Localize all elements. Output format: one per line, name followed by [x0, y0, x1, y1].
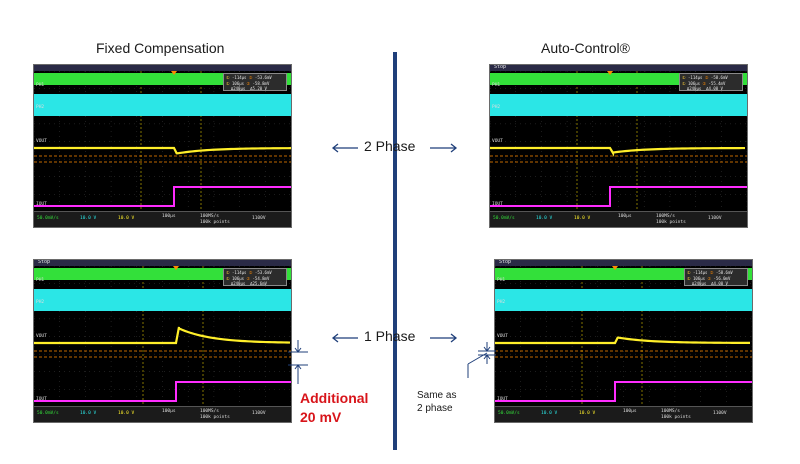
- trace-ch2: [34, 289, 291, 311]
- label-ph1: PH1: [497, 278, 506, 283]
- title-auto-control: Auto-Control®: [541, 40, 630, 56]
- label-ph2: PH2: [36, 105, 45, 110]
- trace-ch2: [34, 94, 291, 116]
- note-same-as-2-phase: Same as 2 phase: [417, 390, 457, 414]
- grid: [34, 71, 291, 212]
- label-ph2: PH2: [36, 300, 45, 305]
- trace-ch3: [34, 326, 291, 345]
- label-ph1: PH1: [36, 278, 45, 283]
- grid: [495, 266, 752, 407]
- cursor-readout: ① -114µs ② -58.6mV ① 106µs ② -56.0mV Δ24…: [684, 268, 748, 286]
- trace-ch4: [34, 381, 291, 402]
- scope-header: Stop: [34, 260, 291, 266]
- scope-auto-2-phase: Stop PH1 PH2 VOUT IOUT ① -114µs ② -58.6m…: [489, 64, 748, 228]
- label-ph1: PH1: [492, 83, 501, 88]
- trace-ch4: [34, 186, 291, 207]
- label-iout: IOUT: [497, 397, 508, 402]
- delta-marker-fixed: [288, 340, 308, 384]
- label-2-phase: 2 Phase: [364, 138, 416, 154]
- trace-ch3: [495, 336, 751, 345]
- trace-ch4: [495, 381, 752, 402]
- scope-status: Stop: [38, 259, 51, 265]
- scope-fixed-2-phase: PH1 PH2 VOUT IOUT ① -114µs ② -53.6mV ① 1…: [33, 64, 292, 228]
- label-iout: IOUT: [36, 397, 47, 402]
- center-divider: [393, 52, 397, 450]
- scope-plot: [34, 71, 291, 212]
- cursor-readout: ① -114µs ② -53.6mV ① 106µs ② -54.8mV Δ24…: [223, 268, 287, 286]
- label-1-phase: 1 Phase: [364, 328, 416, 344]
- label-vout: VOUT: [36, 334, 47, 339]
- scope-header: [34, 65, 291, 71]
- scope-fixed-1-phase: Stop PH1 PH2 VOUT IOUT ① -114µs ② -53.6m…: [33, 259, 292, 423]
- note-additional-20mv: Additional 20 mV: [300, 390, 369, 425]
- scope-plot: [34, 266, 291, 407]
- scope-footer: 50.0mV/s 10.0 V 10.0 V 100µs 100MS/s 100…: [34, 406, 291, 422]
- grid: [34, 266, 291, 407]
- label-iout: IOUT: [492, 202, 503, 207]
- trace-ch3: [34, 146, 291, 155]
- arrows-row-1: [331, 143, 458, 153]
- cursor-readout: ① -114µs ② -53.6mV ① 106µs ② -58.8mV Δ24…: [223, 73, 287, 91]
- cursor-readout: ① -114µs ② -58.6mV ① 106µs ② -55.4mV Δ24…: [679, 73, 743, 91]
- trace-ch3: [490, 146, 746, 157]
- label-ph2: PH2: [497, 300, 506, 305]
- label-vout: VOUT: [492, 139, 503, 144]
- title-fixed-compensation: Fixed Compensation: [96, 40, 225, 56]
- trace-ch2: [495, 289, 752, 311]
- scope-status: Stop: [494, 64, 507, 70]
- grid: [490, 71, 747, 212]
- delta-marker-auto: [467, 342, 496, 378]
- scope-footer: 50.0mV/s 10.0 V 10.0 V 100µs 100MS/s 100…: [490, 211, 747, 227]
- arrows-row-2: [331, 333, 458, 343]
- scope-header: Stop: [490, 65, 747, 71]
- scope-plot: [495, 266, 752, 407]
- scope-footer: 50.0mV/s 10.0 V 10.0 V 100µs 100MS/s 100…: [34, 211, 291, 227]
- label-ph2: PH2: [492, 105, 501, 110]
- label-vout: VOUT: [36, 139, 47, 144]
- scope-plot: [490, 71, 747, 212]
- label-vout: VOUT: [497, 334, 508, 339]
- label-iout: IOUT: [36, 202, 47, 207]
- label-ph1: PH1: [36, 83, 45, 88]
- scope-footer: 50.0mV/s 10.0 V 10.0 V 100µs 100MS/s 100…: [495, 406, 752, 422]
- trace-ch2: [490, 94, 747, 116]
- scope-header: Stop: [495, 260, 752, 266]
- trigger-marker: [173, 266, 179, 270]
- trigger-marker: [171, 71, 177, 75]
- trigger-marker: [612, 266, 618, 270]
- trace-ch4: [490, 186, 747, 207]
- scope-auto-1-phase: Stop PH1 PH2 VOUT IOUT ① -114µs ② -58.6m…: [494, 259, 753, 423]
- scope-status: Stop: [499, 259, 512, 265]
- trigger-marker: [607, 71, 613, 75]
